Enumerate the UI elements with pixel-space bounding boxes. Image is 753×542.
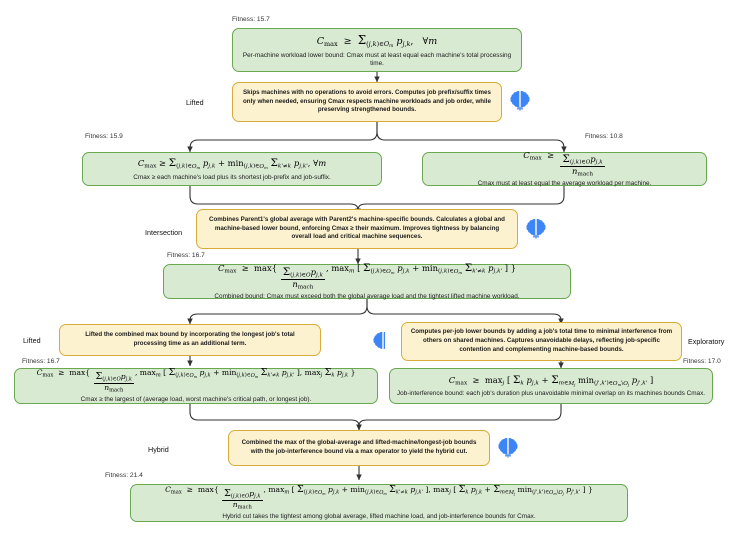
exploratory-text: Computes per-job lower bounds by adding … bbox=[410, 328, 673, 353]
right-2-formula-desc: Cmax must at least equal the average wor… bbox=[477, 179, 652, 187]
operator-label-exploratory: Exploratory bbox=[688, 337, 725, 346]
combined-formula-desc: Combined bound: Cmax must exceed both th… bbox=[214, 293, 520, 301]
operator-label-lifted-2: Lifted bbox=[23, 336, 41, 345]
node-left-2-formula[interactable]: Cmax ≥ Σ(j,k)∈Om pj,k + min(j,k)∈Om Σk'≠… bbox=[82, 152, 382, 186]
left-2-formula-desc: Cmax ≥ each machine's load plus its shor… bbox=[133, 173, 331, 181]
left-2-formula-math: Cmax ≥ Σ(j,k)∈Om pj,k + min(j,k)∈Om Σk'≠… bbox=[137, 157, 327, 170]
node-lifted-2-reason[interactable]: Lifted the combined max bound by incorpo… bbox=[59, 324, 321, 356]
lifted-2-text: Lifted the combined max bound by incorpo… bbox=[85, 331, 295, 347]
fitness-label-root: Fitness: 15.7 bbox=[232, 16, 270, 23]
lifted-1-text: Skips machines with no operations to avo… bbox=[243, 88, 491, 114]
node-root-formula[interactable]: Cmax ≥ Σ(j,k)∈Om pj,k, ∀m Per-machine wo… bbox=[232, 28, 522, 72]
left-4-formula-desc: Cmax ≥ the largest of (average load, wor… bbox=[80, 396, 312, 404]
root-formula-desc: Per-machine workload lower bound: Cmax m… bbox=[242, 51, 512, 67]
right-4-formula-desc: Job-interference bound: each job's durat… bbox=[396, 390, 706, 398]
brain-icon bbox=[508, 89, 532, 113]
intersection-text: Combines Parent1's global average with P… bbox=[209, 215, 505, 241]
fitness-label-right-4: Fitness: 17.0 bbox=[683, 358, 721, 365]
node-intersection-reason[interactable]: Combines Parent1's global average with P… bbox=[196, 209, 518, 249]
right-4-formula-math: Cmax ≥ maxj [ Σk pj,k + Σm∈Mj min(j',k')… bbox=[448, 374, 654, 387]
fitness-label-left-4: Fitness: 16.7 bbox=[22, 358, 60, 365]
root-formula-math: Cmax ≥ Σ(j,k)∈Om pj,k, ∀m bbox=[316, 32, 438, 49]
fitness-label-final: Fitness: 21.4 bbox=[105, 472, 143, 479]
operator-label-intersection: Intersection bbox=[145, 228, 183, 237]
hybrid-text: Combined the max of the global-average a… bbox=[241, 439, 477, 455]
brain-icon bbox=[371, 330, 385, 354]
node-lifted-1-reason[interactable]: Skips machines with no operations to avo… bbox=[232, 82, 502, 122]
brain-icon bbox=[524, 217, 548, 241]
operator-label-lifted-1: Lifted bbox=[186, 98, 204, 107]
operator-label-hybrid: Hybrid bbox=[148, 445, 169, 454]
node-hybrid-reason[interactable]: Combined the max of the global-average a… bbox=[228, 430, 490, 466]
node-exploratory-reason[interactable]: Computes per-job lower bounds by adding … bbox=[401, 322, 682, 361]
fitness-label-left-2: Fitness: 15.9 bbox=[85, 133, 123, 140]
fitness-label-combined: Fitness: 16.7 bbox=[167, 252, 205, 259]
final-formula-desc: Hybrid cut takes the tightest among glob… bbox=[222, 513, 536, 521]
node-right-4-formula[interactable]: Cmax ≥ maxj [ Σk pj,k + Σm∈Mj min(j',k')… bbox=[389, 368, 713, 404]
fitness-label-right-2: Fitness: 10.8 bbox=[585, 133, 623, 140]
brain-icon bbox=[496, 436, 520, 460]
